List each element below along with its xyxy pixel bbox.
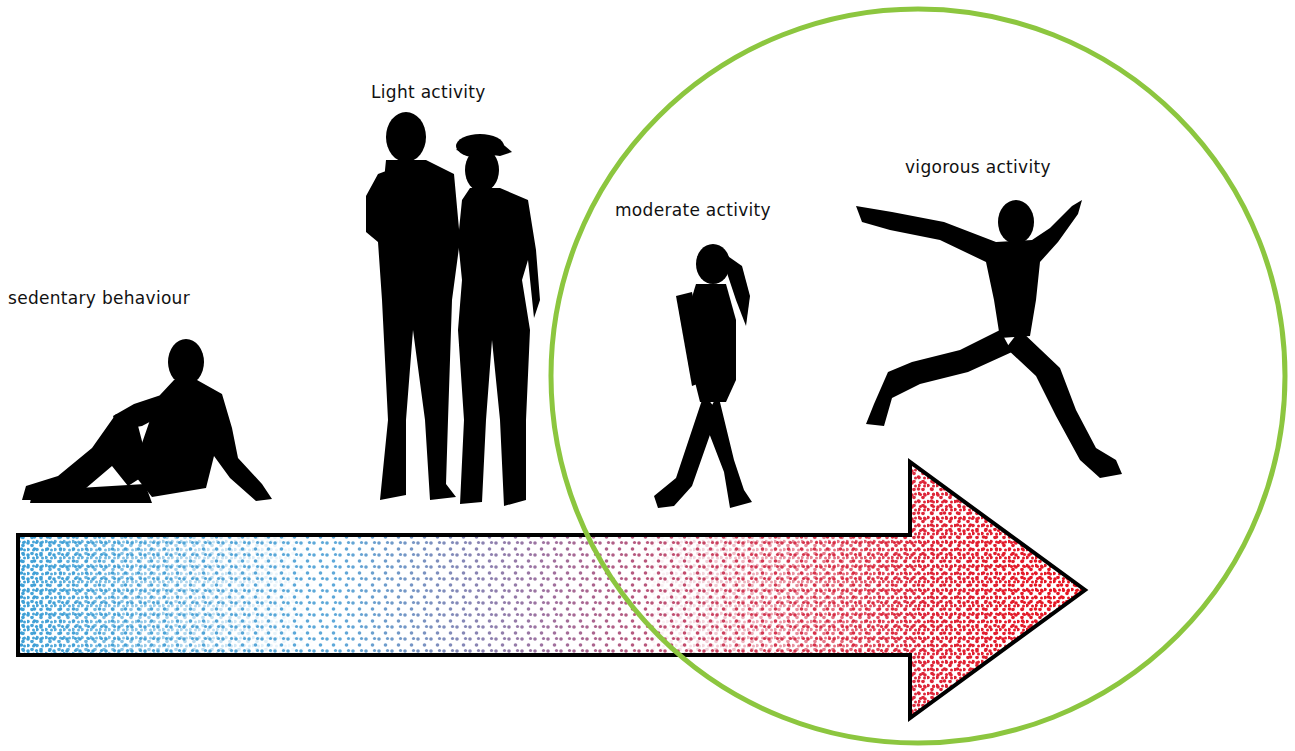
walking-girl-silhouette [654, 244, 752, 508]
moderate-activity-label: moderate activity [615, 200, 771, 220]
node-outline [548, 6, 1288, 746]
jumping-man-silhouette [856, 200, 1122, 478]
standing-couple-silhouette [366, 112, 540, 506]
sedentary-label: sedentary behaviour [8, 288, 190, 308]
arrow-dot-fill [18, 462, 1085, 718]
highlight-circle-outline [551, 9, 1285, 743]
arrow-outline [18, 462, 1085, 718]
light-activity-label: Light activity [371, 82, 486, 102]
arrow-background [18, 462, 1085, 718]
vigorous-activity-label: vigorous activity [905, 157, 1051, 177]
sitting-silhouette [22, 339, 272, 503]
highlight-circle: moderate activity vigorous activity [548, 6, 1288, 746]
